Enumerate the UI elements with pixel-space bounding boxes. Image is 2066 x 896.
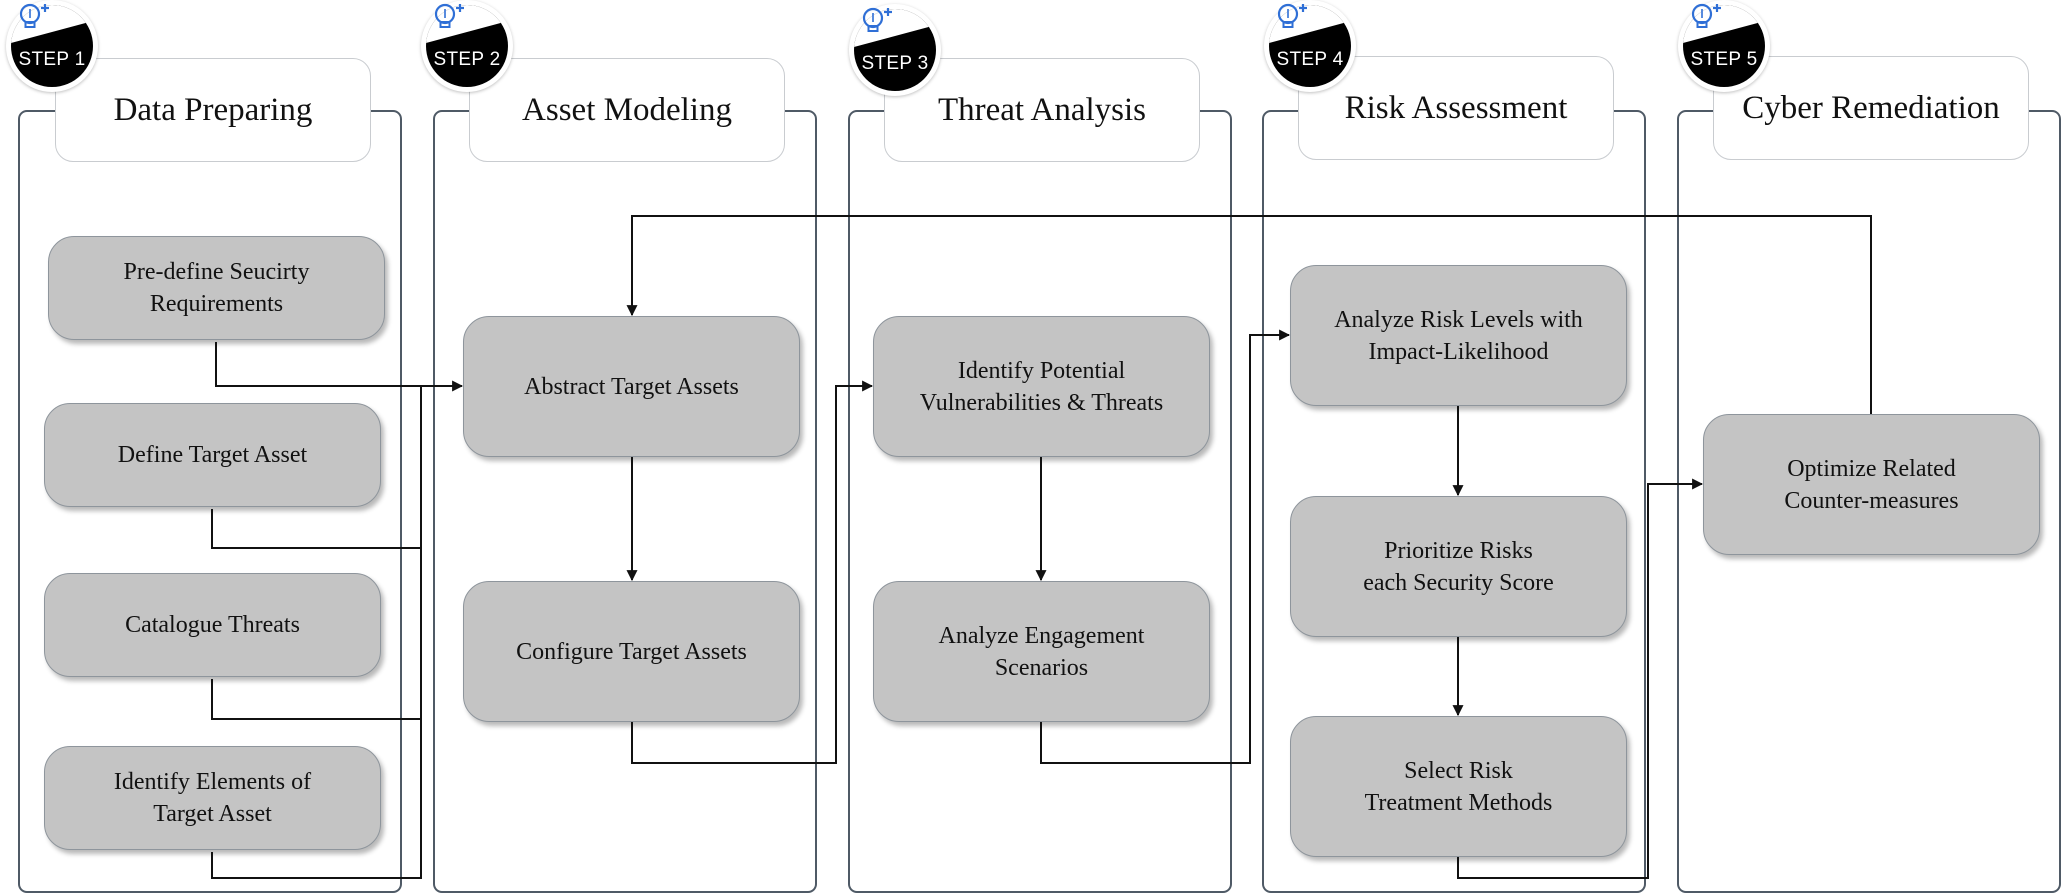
lightbulb-plus-icon	[1691, 3, 1721, 28]
lightbulb-plus-icon	[19, 3, 49, 28]
step1-badge-label: STEP 1	[18, 49, 86, 70]
step1-badge: STEP 1	[6, 0, 98, 92]
box-abstract-target-assets: Abstract Target Assets	[463, 316, 800, 457]
lightbulb-plus-icon	[1277, 3, 1307, 28]
box-identify-vulnerabilities: Identify Potential Vulnerabilities & Thr…	[873, 316, 1210, 457]
step4-title: Risk Assessment	[1298, 56, 1614, 160]
step3-title: Threat Analysis	[884, 58, 1200, 162]
lightbulb-plus-icon	[434, 3, 464, 28]
step4-badge-label: STEP 4	[1276, 49, 1344, 70]
step2-badge-label: STEP 2	[433, 49, 501, 70]
box-prioritize-risks: Prioritize Risks each Security Score	[1290, 496, 1627, 637]
box-identify-elements: Identify Elements of Target Asset	[44, 746, 381, 850]
step2-badge: STEP 2	[421, 0, 513, 92]
box-predefine-requirements: Pre-define Seucirty Requirements	[48, 236, 385, 340]
box-catalogue-threats: Catalogue Threats	[44, 573, 381, 677]
box-select-risk-treatment: Select Risk Treatment Methods	[1290, 716, 1627, 857]
box-engagement-scenarios: Analyze Engagement Scenarios	[873, 581, 1210, 722]
box-optimize-countermeasures: Optimize Related Counter-measures	[1703, 414, 2040, 555]
step3-badge-label: STEP 3	[861, 53, 929, 74]
step3-badge: STEP 3	[849, 4, 941, 96]
box-define-target-asset: Define Target Asset	[44, 403, 381, 507]
step2-title: Asset Modeling	[469, 58, 785, 162]
lightbulb-plus-icon	[862, 7, 892, 32]
box-configure-target-assets: Configure Target Assets	[463, 581, 800, 722]
step1-title: Data Preparing	[55, 58, 371, 162]
box-risk-levels: Analyze Risk Levels with Impact-Likeliho…	[1290, 265, 1627, 406]
step5-badge-label: STEP 5	[1690, 49, 1758, 70]
step5-badge: STEP 5	[1678, 0, 1770, 92]
step5-title: Cyber Remediation	[1713, 56, 2029, 160]
step4-badge: STEP 4	[1264, 0, 1356, 92]
